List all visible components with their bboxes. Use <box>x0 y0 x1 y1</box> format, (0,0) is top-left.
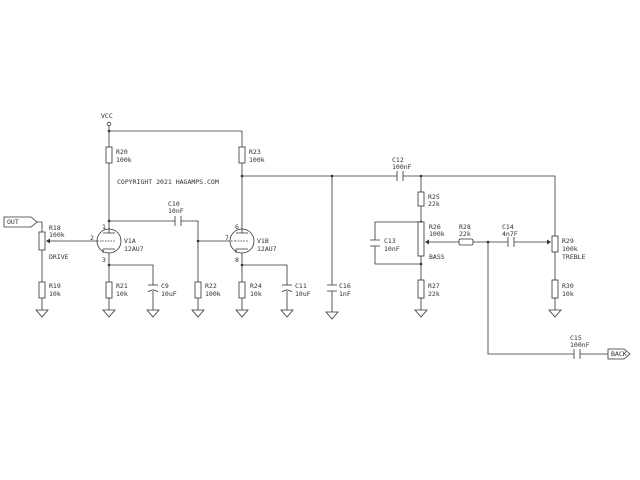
resistor-r24: R24 10k <box>238 281 262 299</box>
label-capacitors-c12-value: 100nF <box>392 163 412 171</box>
label-tubes-v1a-pins-1: 2 <box>90 234 94 242</box>
label-tubes-v1b-pins-0: 6 <box>235 223 239 231</box>
capacitor-c14: C14 4n7F <box>502 223 518 247</box>
label-resistors-r22-value: 100k <box>205 290 221 298</box>
label-resistors-r24-ref: R24 <box>250 282 262 290</box>
label-ports-out: OUT <box>7 218 19 226</box>
tube-v1a: 1 2 3 V1A 12AU7 <box>90 221 144 264</box>
label-capacitors-c14-ref: C14 <box>502 223 514 231</box>
wires <box>37 126 608 355</box>
label-tubes-v1a-pins-2: 3 <box>102 256 106 264</box>
label-capacitors-c16-value: 1nF <box>339 290 351 298</box>
resistor-r23: R23 100k <box>238 146 265 164</box>
label-resistors-r30-value: 10k <box>562 290 574 298</box>
label-capacitors-c9-ref: C9 <box>161 282 169 290</box>
vcc-label: VCC <box>101 112 113 120</box>
label-capacitors-c9-value: 10uF <box>161 290 177 298</box>
label-tubes-v1b-type: 12AU7 <box>257 245 277 253</box>
label-capacitors-c16-ref: C16 <box>339 282 351 290</box>
capacitor-c16: C16 1nF <box>327 282 351 298</box>
label-resistors-r27-value: 22k <box>428 290 440 298</box>
capacitor-c15: C15 100nF <box>570 334 590 359</box>
label-capacitors-c14-value: 4n7F <box>502 230 518 238</box>
copyright-text: COPYRIGHT 2021 HAGAMPS.COM <box>117 178 219 186</box>
label-pots-r29-value: 100k <box>562 245 578 253</box>
label-capacitors-c11-ref: C11 <box>295 282 307 290</box>
label-tubes-v1b-name: V1B <box>257 237 269 245</box>
tube-v1b: 6 7 8 V1B 12AU7 <box>225 223 277 264</box>
resistor-r28: R28 22k <box>458 223 474 246</box>
label-resistors-r25-value: 22k <box>428 200 440 208</box>
label-resistors-r21-ref: R21 <box>116 282 128 290</box>
label-resistors-r28-value: 22k <box>459 230 471 238</box>
label-resistors-r20-ref: R20 <box>116 148 128 156</box>
resistor-r19: R19 10k <box>38 281 61 299</box>
pot-r29: R29 100k TREBLE <box>547 235 586 261</box>
vcc-terminal: VCC <box>101 112 113 127</box>
label-pots-r26-label: BASS <box>429 253 445 261</box>
resistor-r21: R21 10k <box>105 281 128 299</box>
label-tubes-v1b-pins-2: 8 <box>235 256 239 264</box>
label-capacitors-c11-value: 10uF <box>295 290 311 298</box>
capacitor-c9: C9 10uF <box>147 282 177 298</box>
label-capacitors-c15-ref: C15 <box>570 334 582 342</box>
port-out: OUT <box>3 216 38 228</box>
label-resistors-r30-ref: R30 <box>562 282 574 290</box>
resistor-r22: R22 100k <box>194 281 221 299</box>
port-back: BACK <box>607 348 631 360</box>
label-tubes-v1a-name: V1A <box>124 237 136 245</box>
resistor-r27: R27 22k <box>417 279 440 299</box>
junction-dots <box>107 129 490 267</box>
label-capacitors-c10-ref: C10 <box>168 200 180 208</box>
label-tubes-v1a-pins-0: 1 <box>102 223 106 231</box>
label-capacitors-c10-value: 10nF <box>168 207 184 215</box>
label-pots-r18-label: DRIVE <box>49 253 69 261</box>
label-capacitors-c12-ref: C12 <box>392 156 404 164</box>
ground-symbols <box>35 309 562 320</box>
label-resistors-r24-value: 10k <box>250 290 262 298</box>
label-pots-r29-label: TREBLE <box>562 253 586 261</box>
resistor-r25: R25 22k <box>417 191 440 208</box>
pot-r18: R18 100k DRIVE <box>38 224 69 261</box>
label-pots-r26-ref: R26 <box>429 223 441 231</box>
label-tubes-v1b-pins-1: 7 <box>225 234 229 242</box>
label-capacitors-c13-value: 10nF <box>384 245 400 253</box>
label-pots-r18-value: 100k <box>49 231 65 239</box>
label-pots-r29-ref: R29 <box>562 237 574 245</box>
label-tubes-v1a-type: 12AU7 <box>124 245 144 253</box>
label-pots-r18-ref: R18 <box>49 224 61 232</box>
label-capacitors-c15-value: 100nF <box>570 341 590 349</box>
label-resistors-r19-value: 10k <box>49 290 61 298</box>
label-resistors-r28-ref: R28 <box>459 223 471 231</box>
label-resistors-r19-ref: R19 <box>49 282 61 290</box>
label-resistors-r23-ref: R23 <box>249 148 261 156</box>
label-resistors-r23-value: 100k <box>249 156 265 164</box>
label-resistors-r21-value: 10k <box>116 290 128 298</box>
capacitor-c12: C12 100nF <box>392 156 412 181</box>
label-resistors-r27-ref: R27 <box>428 282 440 290</box>
label-ports-back: BACK <box>611 350 627 358</box>
capacitor-c11: C11 10uF <box>281 282 311 298</box>
pot-r26: R26 100k BASS <box>417 221 445 261</box>
label-resistors-r22-ref: R22 <box>205 282 217 290</box>
capacitor-c10: C10 10nF <box>168 200 184 226</box>
label-resistors-r25-ref: R25 <box>428 193 440 201</box>
label-pots-r26-value: 100k <box>429 230 445 238</box>
label-capacitors-c13-ref: C13 <box>384 237 396 245</box>
label-resistors-r20-value: 100k <box>116 156 132 164</box>
resistor-r30: R30 10k <box>551 279 574 299</box>
capacitor-c13: C13 10nF <box>370 237 400 253</box>
resistor-r20: R20 100k <box>105 146 132 164</box>
